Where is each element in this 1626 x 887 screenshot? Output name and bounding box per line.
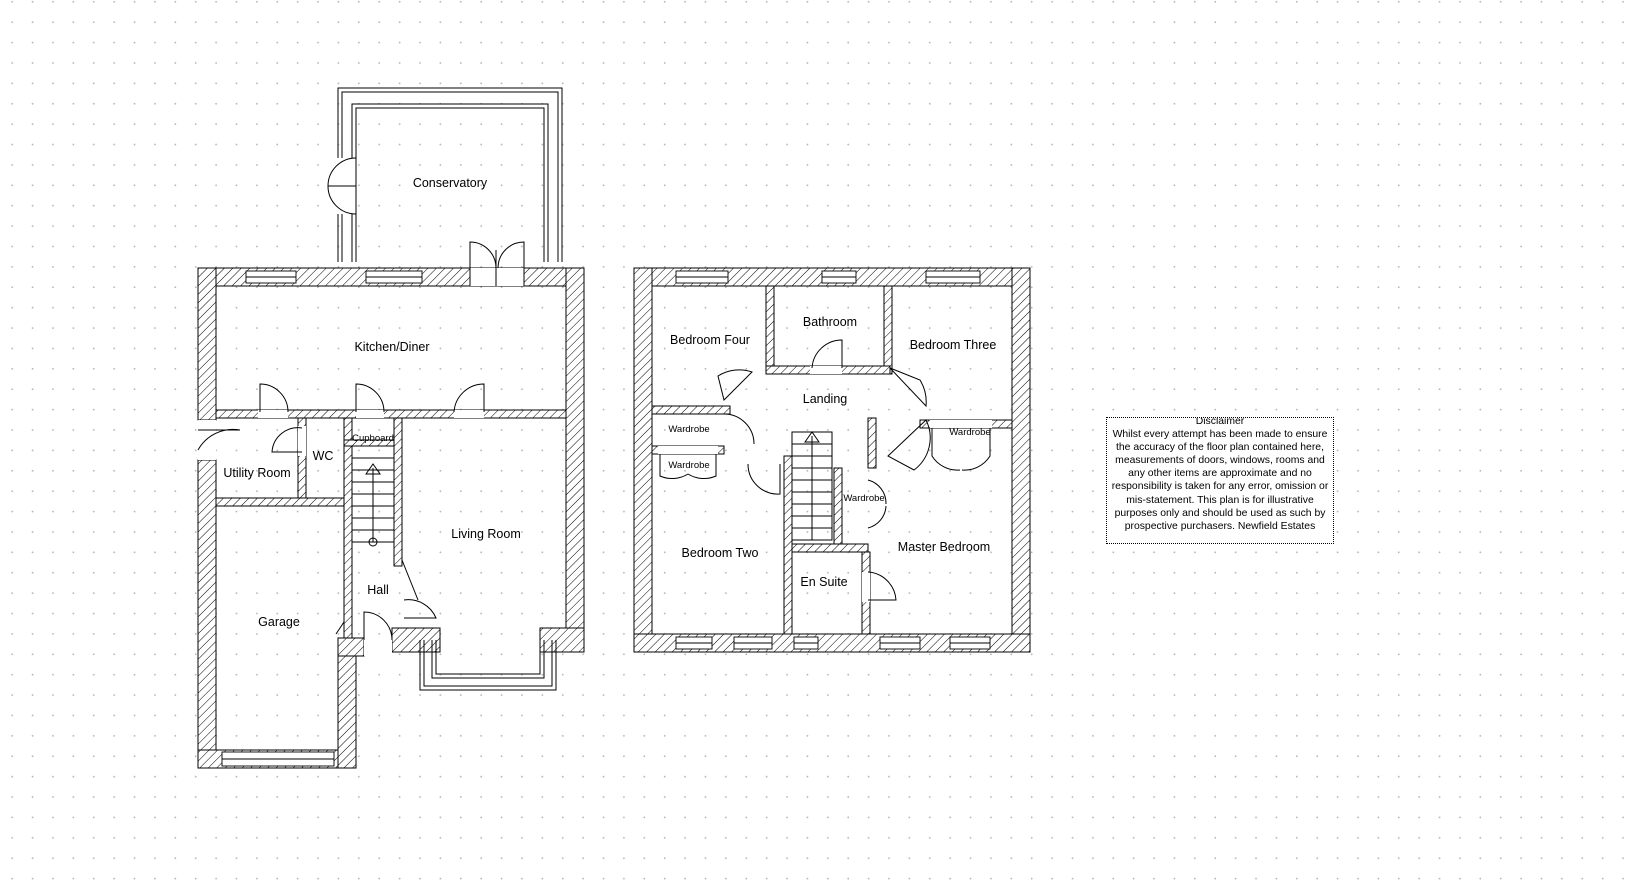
room-label-garage: Garage <box>258 615 300 629</box>
disclaimer-title: Disclaimer <box>1195 417 1245 427</box>
ground-floor-doors <box>197 383 485 656</box>
ground-floor-windows <box>221 270 557 767</box>
first-floor-doors <box>658 339 992 602</box>
first-floor-stairs <box>791 431 833 541</box>
room-label-bedroom-four: Bedroom Four <box>670 333 750 347</box>
room-label-cupboard: Cupboard <box>352 433 394 444</box>
room-label-landing: Landing <box>803 392 848 406</box>
first-floor-windows <box>675 270 991 650</box>
room-label-living-room: Living Room <box>451 527 520 541</box>
room-label-wardrobe-bed2: Wardrobe <box>668 460 709 471</box>
room-label-conservatory: Conservatory <box>413 176 488 190</box>
room-label-wardrobe-bed3: Wardrobe <box>949 427 990 438</box>
room-label-bedroom-two: Bedroom Two <box>682 546 759 560</box>
room-label-master-bedroom: Master Bedroom <box>898 540 990 554</box>
disclaimer-text: Whilst every attempt has been made to en… <box>1111 429 1329 532</box>
room-label-wc: WC <box>313 449 334 463</box>
room-label-en-suite: En Suite <box>800 575 847 589</box>
room-label-wardrobe-master: Wardrobe <box>843 493 884 504</box>
room-label-bedroom-three: Bedroom Three <box>910 338 997 352</box>
ground-floor: Conservatory Kitchen/Diner Utility Room … <box>197 87 585 769</box>
first-floor: Bedroom Four Bathroom Bedroom Three Land… <box>633 267 1031 653</box>
room-label-wardrobe-bed4: Wardrobe <box>668 424 709 435</box>
kitchen-double-door <box>469 241 525 286</box>
room-label-utility-room: Utility Room <box>223 466 290 480</box>
room-label-hall: Hall <box>367 583 389 597</box>
room-label-bathroom: Bathroom <box>803 315 857 329</box>
room-label-kitchen-diner: Kitchen/Diner <box>354 340 429 354</box>
conservatory-frame <box>327 87 563 262</box>
disclaimer-box: Disclaimer Whilst every attempt has been… <box>1106 417 1334 544</box>
ground-floor-stairs <box>351 445 395 547</box>
